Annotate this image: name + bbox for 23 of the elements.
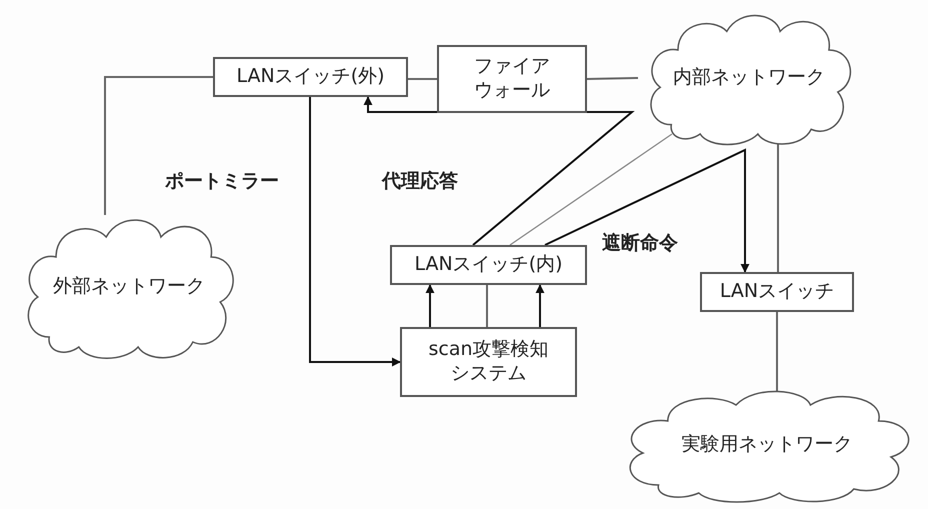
node-label: 実験用ネットワーク	[682, 433, 852, 457]
node-label: 外部ネットワーク	[53, 275, 205, 299]
arrow	[536, 284, 544, 327]
node-label: ファイアウォール	[473, 55, 551, 103]
connector-line	[408, 78, 437, 80]
connector-line	[486, 285, 488, 327]
arrow	[544, 148, 750, 273]
device-box	[390, 245, 587, 285]
device-box	[700, 272, 854, 312]
arrow	[426, 284, 434, 327]
node-label: LANスイッチ(外)	[236, 65, 385, 89]
connector-line	[777, 144, 779, 272]
device-box	[437, 45, 587, 113]
device-box	[400, 327, 577, 397]
connector-line	[510, 133, 672, 246]
device-box	[213, 57, 408, 97]
connector-line	[586, 77, 638, 80]
node-label: LANスイッチ	[720, 280, 834, 304]
node-label: 内部ネットワーク	[673, 66, 825, 90]
arrow	[309, 97, 401, 366]
node-label: LANスイッチ(内)	[414, 253, 563, 277]
connector-line	[776, 312, 778, 391]
node-label: scan攻撃検知システム	[427, 338, 550, 386]
